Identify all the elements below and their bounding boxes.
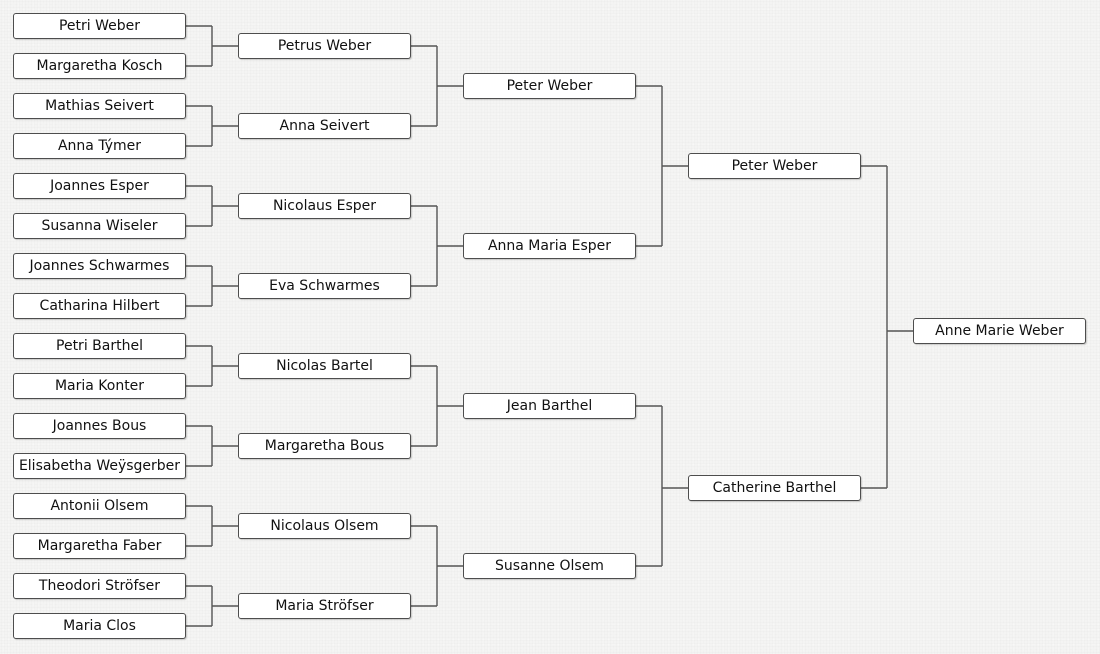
connector-gen4-7 <box>186 505 238 547</box>
person-box-gen5-4[interactable]: Anna Týmer <box>13 133 186 159</box>
person-box-gen5-14[interactable]: Margaretha Faber <box>13 533 186 559</box>
connector-gen2-2 <box>636 405 688 567</box>
connector-gen3-2 <box>411 205 463 287</box>
person-box-gen5-10[interactable]: Maria Konter <box>13 373 186 399</box>
connector-gen4-4 <box>186 265 238 307</box>
person-box-gen5-7[interactable]: Joannes Schwarmes <box>13 253 186 279</box>
person-box-gen4-4[interactable]: Eva Schwarmes <box>238 273 411 299</box>
person-box-gen4-1[interactable]: Petrus Weber <box>238 33 411 59</box>
person-box-gen3-4[interactable]: Susanne Olsem <box>463 553 636 579</box>
person-box-gen5-2[interactable]: Margaretha Kosch <box>13 53 186 79</box>
connector-gen4-8 <box>186 585 238 627</box>
connector-gen4-3 <box>186 185 238 227</box>
person-box-gen5-5[interactable]: Joannes Esper <box>13 173 186 199</box>
connector-gen4-5 <box>186 345 238 387</box>
connector-gen3-4 <box>411 525 463 607</box>
person-box-gen5-13[interactable]: Antonii Olsem <box>13 493 186 519</box>
person-box-gen5-6[interactable]: Susanna Wiseler <box>13 213 186 239</box>
connector-gen1-1 <box>861 165 913 489</box>
person-box-gen5-11[interactable]: Joannes Bous <box>13 413 186 439</box>
person-box-gen4-6[interactable]: Margaretha Bous <box>238 433 411 459</box>
person-box-gen4-7[interactable]: Nicolaus Olsem <box>238 513 411 539</box>
person-box-gen4-8[interactable]: Maria Ströfser <box>238 593 411 619</box>
person-box-gen1-1[interactable]: Anne Marie Weber <box>913 318 1086 344</box>
person-box-gen5-16[interactable]: Maria Clos <box>13 613 186 639</box>
person-box-gen3-1[interactable]: Peter Weber <box>463 73 636 99</box>
person-box-gen5-15[interactable]: Theodori Ströfser <box>13 573 186 599</box>
person-box-gen4-2[interactable]: Anna Seivert <box>238 113 411 139</box>
person-box-gen2-1[interactable]: Peter Weber <box>688 153 861 179</box>
connector-gen4-2 <box>186 105 238 147</box>
person-box-gen3-2[interactable]: Anna Maria Esper <box>463 233 636 259</box>
person-box-gen5-1[interactable]: Petri Weber <box>13 13 186 39</box>
connector-gen3-3 <box>411 365 463 447</box>
connector-gen4-6 <box>186 425 238 467</box>
person-box-gen3-3[interactable]: Jean Barthel <box>463 393 636 419</box>
person-box-gen5-3[interactable]: Mathias Seivert <box>13 93 186 119</box>
connector-gen4-1 <box>186 25 238 67</box>
person-box-gen2-2[interactable]: Catherine Barthel <box>688 475 861 501</box>
person-box-gen5-8[interactable]: Catharina Hilbert <box>13 293 186 319</box>
person-box-gen4-3[interactable]: Nicolaus Esper <box>238 193 411 219</box>
person-box-gen5-9[interactable]: Petri Barthel <box>13 333 186 359</box>
connector-gen2-1 <box>636 85 688 247</box>
person-box-gen4-5[interactable]: Nicolas Bartel <box>238 353 411 379</box>
person-box-gen5-12[interactable]: Elisabetha Weÿsgerber <box>13 453 186 479</box>
connector-gen3-1 <box>411 45 463 127</box>
